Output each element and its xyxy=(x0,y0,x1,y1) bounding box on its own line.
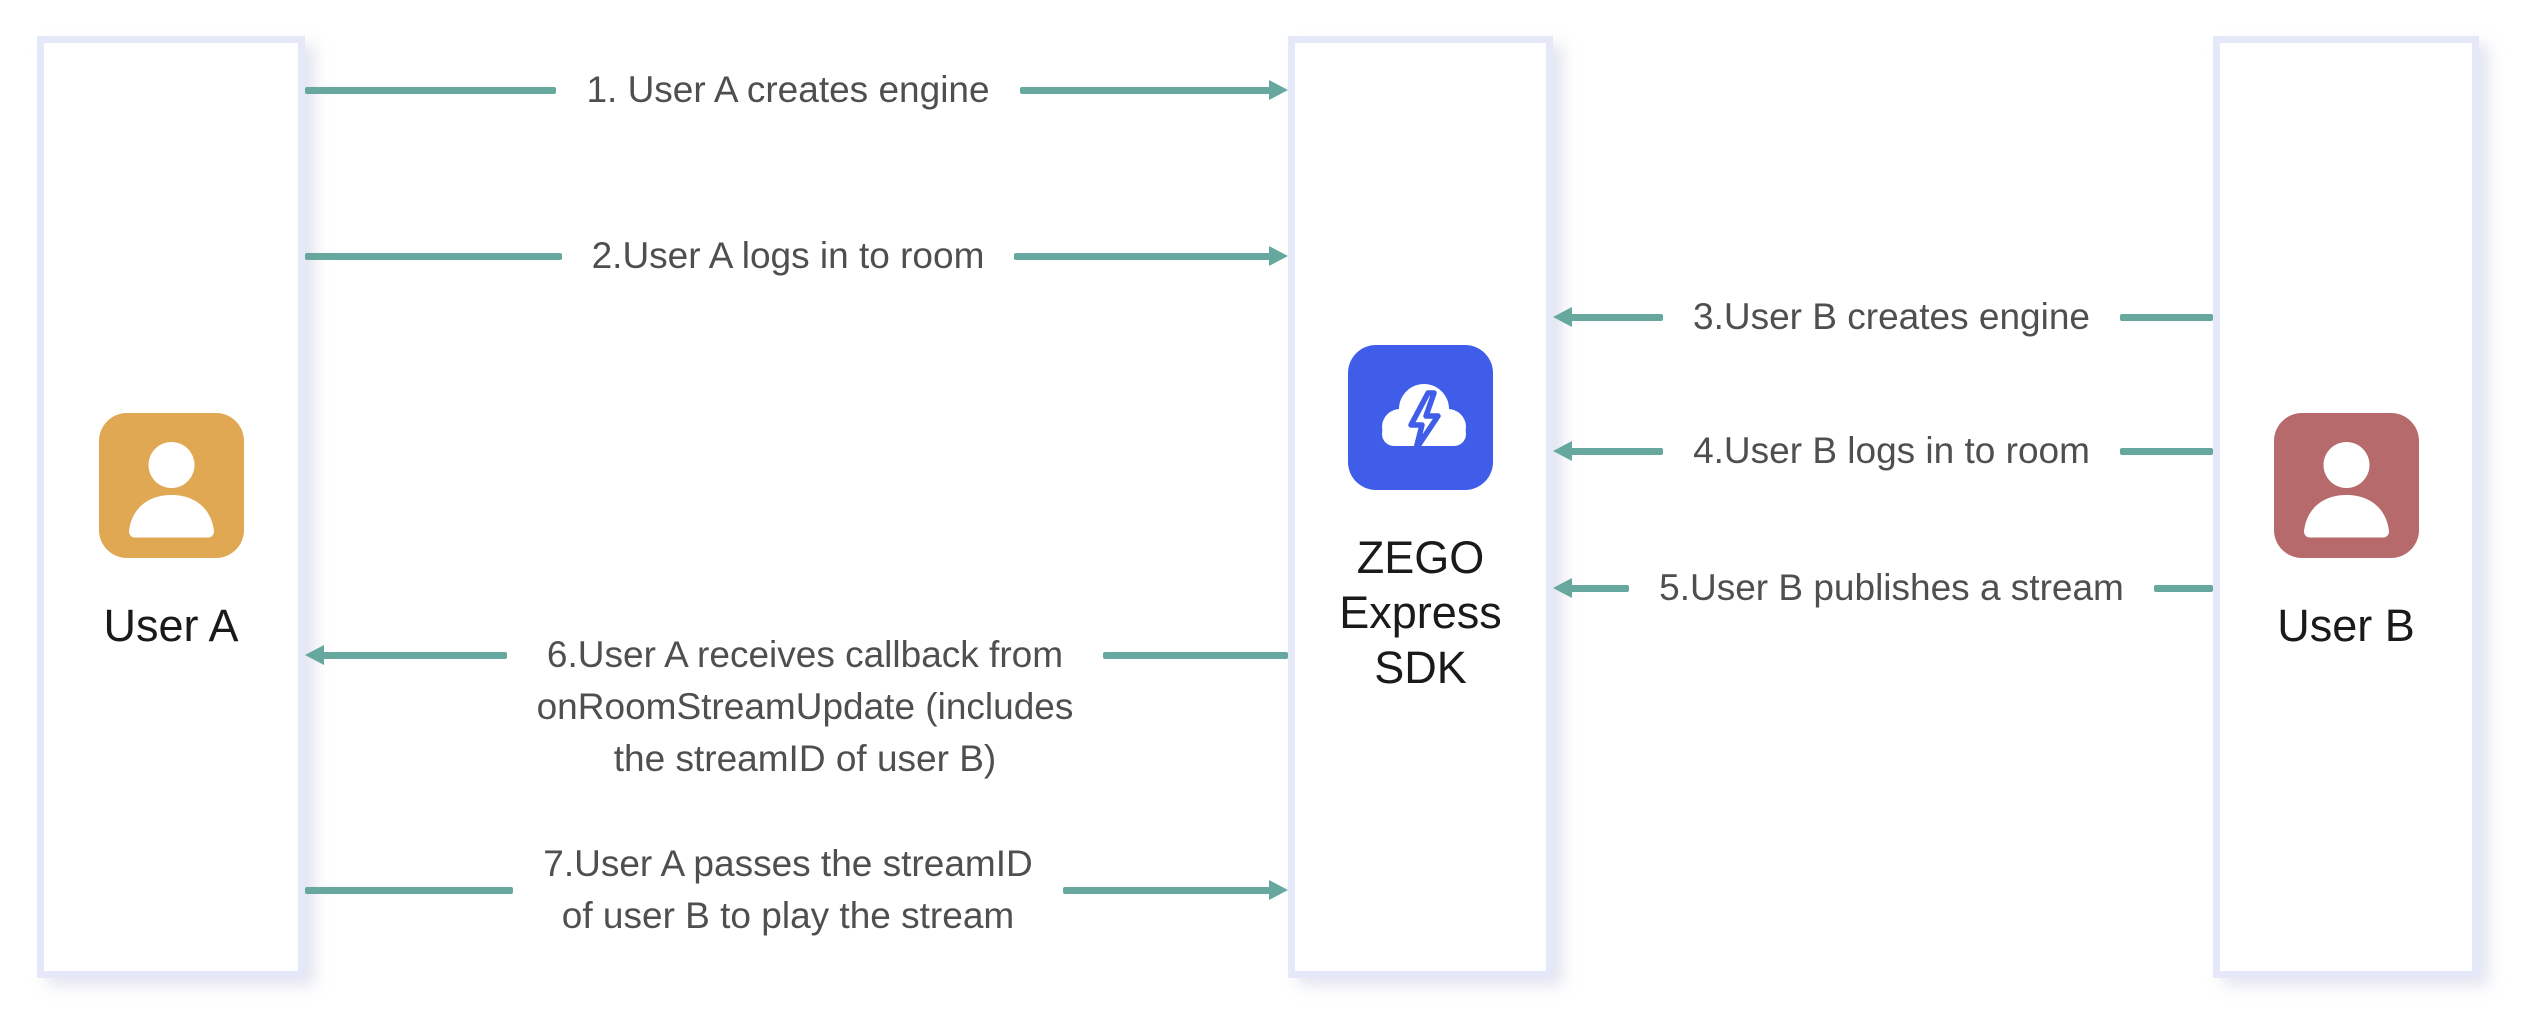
message-6: 6.User A receives callback from onRoomSt… xyxy=(305,629,1288,785)
arrowhead-left-icon xyxy=(305,645,324,665)
arrowhead-right-icon xyxy=(1269,80,1289,100)
message-7: 7.User A passes the streamID of user B t… xyxy=(305,838,1288,942)
arrow-line xyxy=(1062,886,1271,894)
arrow-line xyxy=(1570,584,1630,592)
arrow-line xyxy=(2119,313,2213,321)
actor-box-zego-express-sdk: ZEGO Express SDK xyxy=(1288,36,1553,978)
arrow-line xyxy=(305,252,562,260)
message-1: 1. User A creates engine xyxy=(305,64,1289,116)
user-a-avatar-icon xyxy=(98,413,244,558)
actor-label-user-b: User B xyxy=(2277,600,2415,651)
user-b-avatar-icon xyxy=(2273,413,2419,558)
actor-box-user-b: User B xyxy=(2213,36,2479,978)
arrow-line xyxy=(305,886,514,894)
message-7-label: 7.User A passes the streamID of user B t… xyxy=(543,843,1033,936)
message-2: 2.User A logs in to room xyxy=(305,230,1288,282)
message-1-label: 1. User A creates engine xyxy=(586,69,990,110)
arrowhead-right-icon xyxy=(1269,880,1288,900)
cloud-bolt-icon xyxy=(1348,345,1493,490)
actor-box-user-a: User A xyxy=(37,36,305,978)
arrow-line xyxy=(1570,313,1664,321)
arrowhead-left-icon xyxy=(1553,578,1572,598)
arrow-line xyxy=(322,652,507,659)
arrowhead-right-icon xyxy=(1269,246,1288,266)
message-4: 4.User B logs in to room xyxy=(1553,425,2214,477)
message-4-label: 4.User B logs in to room xyxy=(1693,430,2090,471)
message-3-label: 3.User B creates engine xyxy=(1693,296,2090,337)
arrow-line xyxy=(305,86,557,94)
arrow-line xyxy=(2119,447,2214,455)
message-5-label: 5.User B publishes a stream xyxy=(1659,567,2124,608)
arrowhead-left-icon xyxy=(1553,307,1572,327)
arrow-line xyxy=(1570,447,1664,455)
arrow-line xyxy=(2153,584,2214,592)
arrow-line xyxy=(1019,86,1272,94)
message-3: 3.User B creates engine xyxy=(1553,291,2213,343)
arrow-line xyxy=(1103,652,1288,659)
actor-label-user-a: User A xyxy=(103,600,239,651)
arrow-line xyxy=(1014,252,1271,260)
message-2-label: 2.User A logs in to room xyxy=(591,235,985,276)
actor-label-zego-express-sdk: ZEGO Express SDK xyxy=(1339,532,1502,693)
message-5: 5.User B publishes a stream xyxy=(1553,562,2214,614)
message-6-label: 6.User A receives callback from onRoomSt… xyxy=(536,634,1074,779)
arrowhead-left-icon xyxy=(1553,441,1572,461)
